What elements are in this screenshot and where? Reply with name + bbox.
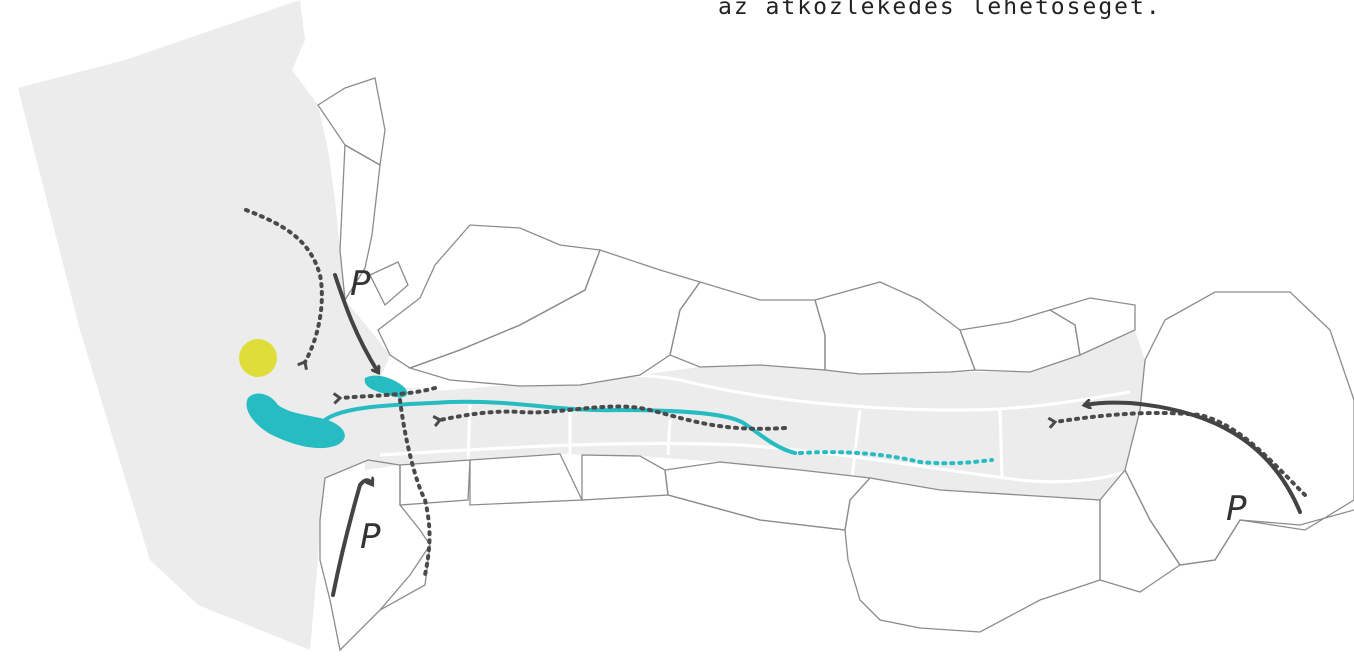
central-valley-area — [360, 330, 1145, 500]
dotted-paths — [244, 208, 1307, 577]
map-caption: az átközlekedés lehetőségét. — [718, 0, 1162, 20]
teal-route-solid — [323, 399, 797, 455]
parcel-outlines — [317, 77, 1354, 652]
parking-label-north: P — [350, 264, 371, 304]
western-land-area — [18, 0, 390, 650]
teal-route-dotted — [798, 450, 994, 466]
parking-label-east: P — [1226, 489, 1247, 529]
vehicle-arrows — [331, 273, 1302, 597]
teal-water-body-large — [246, 393, 345, 449]
teal-water-body-small — [364, 375, 408, 398]
parking-label-south: P — [360, 517, 381, 557]
yellow-point-marker — [239, 339, 277, 377]
